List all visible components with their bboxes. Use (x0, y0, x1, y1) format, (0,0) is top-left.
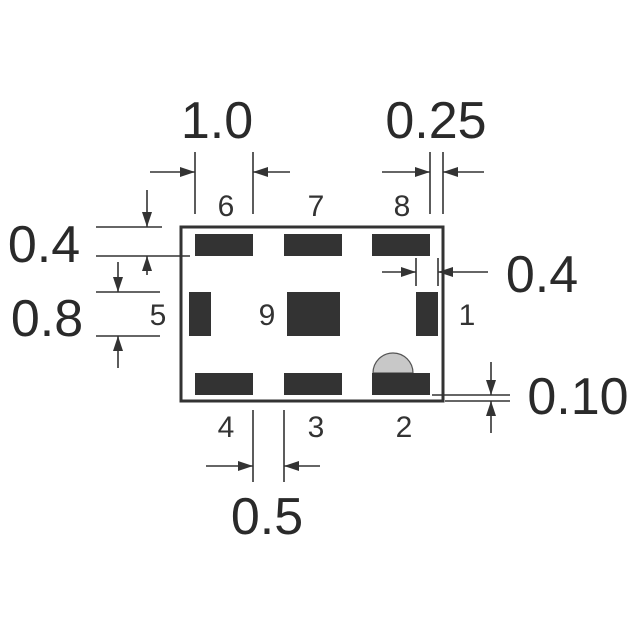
pad-6 (195, 234, 253, 256)
pad-2 (372, 373, 430, 395)
dim-label-side-clearance: 0.4 (506, 246, 578, 304)
pin-label-8: 8 (394, 190, 411, 223)
dim-label-pad-gap-top: 0.25 (385, 92, 486, 150)
dim-bottom-gap (432, 362, 510, 433)
dim-label-pad-height: 0.8 (11, 290, 83, 348)
pin-label-5: 5 (150, 299, 167, 332)
pin-label-7: 7 (308, 190, 325, 223)
dim-label-pad-length: 1.0 (181, 92, 253, 150)
pin-label-3: 3 (308, 411, 325, 444)
dim-pad-pitch (206, 410, 320, 482)
pad-7 (284, 234, 342, 256)
pin-label-6: 6 (218, 190, 235, 223)
dim-pad-length (150, 152, 290, 214)
pin-label-1: 1 (459, 299, 476, 332)
pad-5 (189, 292, 211, 336)
dim-label-pad-pitch: 0.5 (231, 488, 303, 546)
pad-8 (372, 234, 430, 256)
dim-side-clearance (382, 258, 488, 286)
pin-label-2: 2 (396, 411, 413, 444)
dim-pad-gap-top (382, 152, 484, 214)
dim-top-margin (96, 190, 190, 275)
pin-label-4: 4 (218, 411, 235, 444)
pin1-marker (372, 352, 414, 374)
dim-label-top-margin: 0.4 (8, 216, 80, 274)
pin-label-9: 9 (259, 299, 276, 332)
dim-label-bottom-gap: 0.10 (527, 368, 628, 426)
dim-pad-height (96, 262, 160, 368)
pad-1 (416, 292, 438, 336)
pad-9 (287, 292, 340, 336)
pad-4 (195, 373, 253, 395)
pad-3 (284, 373, 342, 395)
